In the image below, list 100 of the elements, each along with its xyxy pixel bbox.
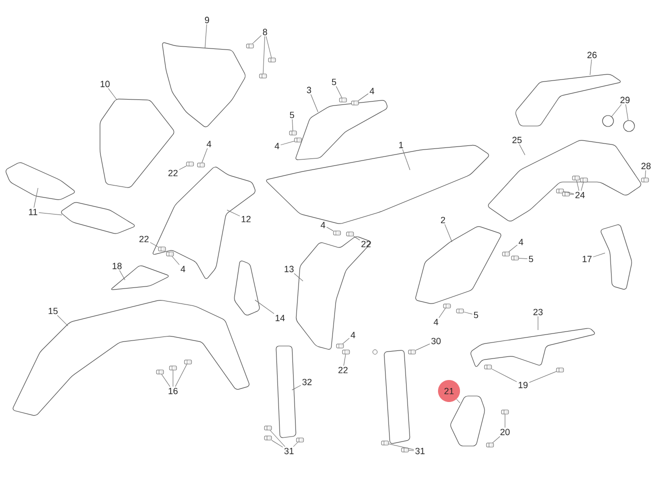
leader-line xyxy=(310,94,318,112)
screw-drawing xyxy=(289,130,297,136)
screw-drawing xyxy=(259,74,267,78)
leader-line xyxy=(294,273,304,282)
callout-number: 3 xyxy=(306,86,312,94)
callout-number: 5 xyxy=(474,312,478,318)
screw-drawing xyxy=(556,188,564,194)
leader-line xyxy=(280,140,294,146)
leader-line xyxy=(438,308,446,318)
callout-number: 16 xyxy=(168,388,178,394)
screw-drawing xyxy=(641,178,649,182)
leader-line xyxy=(150,242,158,248)
callout-number: 4 xyxy=(320,222,326,228)
screw-drawing xyxy=(264,436,272,440)
leader-line xyxy=(625,104,628,121)
leader-line xyxy=(644,170,646,178)
callout-number: 5 xyxy=(528,256,534,262)
callout-number: 5 xyxy=(290,112,294,118)
leader-line xyxy=(252,35,262,44)
leader-line xyxy=(504,414,506,428)
screw-drawing xyxy=(158,246,166,252)
screw-drawing xyxy=(246,44,254,48)
callout-number: 15 xyxy=(48,308,58,314)
callout-number: 25 xyxy=(512,136,522,144)
callout-number: 4 xyxy=(434,318,438,326)
callout-number: 22 xyxy=(139,236,149,242)
screw-drawing xyxy=(296,438,304,442)
callout-number: 4 xyxy=(518,238,524,246)
leader-line xyxy=(388,444,414,450)
screw-drawing xyxy=(184,360,192,364)
leader-line xyxy=(592,252,606,258)
callout-number: 14 xyxy=(276,314,285,322)
leader-line xyxy=(580,182,584,191)
leader-line xyxy=(408,450,414,451)
screw-drawing xyxy=(556,368,564,372)
callout-number: 13 xyxy=(284,266,294,272)
callout-number: 30 xyxy=(431,338,441,344)
callout-number: 26 xyxy=(587,52,597,58)
leader-line xyxy=(576,180,580,191)
leader-line xyxy=(611,104,622,117)
callout-number: 8 xyxy=(262,28,268,36)
callout-number: 22 xyxy=(361,240,371,248)
screw-drawing xyxy=(381,440,389,446)
callout-number: 5 xyxy=(332,78,336,86)
cap-drawing xyxy=(602,115,614,127)
leader-line xyxy=(528,371,556,383)
screw-drawing xyxy=(186,162,194,166)
callout-number: 17 xyxy=(582,256,592,262)
callout-number: 1 xyxy=(399,142,404,148)
leader-line xyxy=(175,364,188,387)
screw-drawing xyxy=(511,256,519,260)
leader-line xyxy=(464,312,473,314)
screw-drawing xyxy=(156,370,164,374)
screw-drawing xyxy=(166,252,174,256)
leader-line xyxy=(492,436,500,443)
callout-number: 10 xyxy=(100,80,110,88)
screw-drawing xyxy=(572,176,580,180)
leader-line xyxy=(202,148,208,163)
leader-line xyxy=(204,24,207,48)
screw-drawing xyxy=(351,100,359,106)
leader-line xyxy=(226,210,240,216)
leader-line xyxy=(270,430,286,447)
screw-drawing xyxy=(339,98,347,102)
callout-number: 22 xyxy=(338,366,348,374)
leader-line xyxy=(292,385,302,390)
leader-line xyxy=(336,86,342,98)
leader-line xyxy=(172,370,174,387)
leader-line xyxy=(57,315,68,326)
screw-drawing xyxy=(443,304,451,308)
leader-line xyxy=(402,149,410,170)
leader-line xyxy=(570,194,574,195)
cap-drawing xyxy=(623,120,635,132)
leader-line xyxy=(178,166,186,170)
callout-number: 28 xyxy=(641,162,651,170)
highlighted-callout-number: 21 xyxy=(438,380,460,402)
leader-line xyxy=(254,300,274,314)
leader-line xyxy=(38,212,62,216)
leader-line xyxy=(119,270,126,280)
screw-drawing xyxy=(580,178,588,182)
leader-line xyxy=(444,224,452,242)
callout-number: 11 xyxy=(29,208,38,216)
screw-drawing xyxy=(408,350,416,354)
callout-number: 20 xyxy=(500,428,510,436)
callout-number: 12 xyxy=(242,216,251,222)
callout-number: 23 xyxy=(533,308,543,316)
callout-number: 29 xyxy=(620,96,630,104)
leader-line xyxy=(292,119,294,131)
callout-number: 4 xyxy=(370,88,374,94)
leader-line xyxy=(564,192,574,194)
leader-line xyxy=(343,354,346,366)
leader-line xyxy=(262,36,266,74)
callout-number: 4 xyxy=(180,266,186,272)
callout-number: 22 xyxy=(168,170,178,176)
leader-line xyxy=(590,59,592,76)
screw-drawing xyxy=(502,252,510,256)
leader-line xyxy=(326,226,334,232)
leader-line xyxy=(508,244,518,252)
callout-number: 4 xyxy=(350,332,356,338)
screw-drawing xyxy=(268,58,276,62)
leader-line xyxy=(342,338,350,344)
